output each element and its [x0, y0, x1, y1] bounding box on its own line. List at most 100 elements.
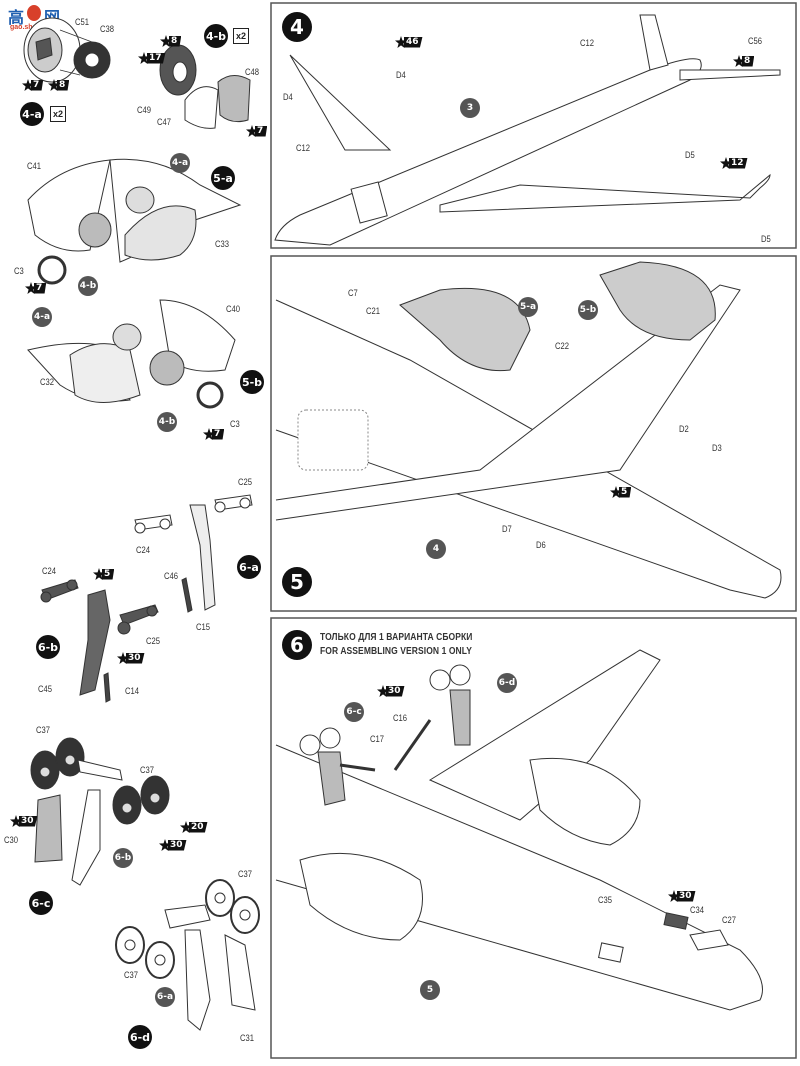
paint-callout: 8: [160, 35, 182, 47]
paint-callout: 12: [720, 157, 748, 169]
label-d7: D7: [502, 524, 512, 534]
paint-callout: 8: [733, 55, 755, 67]
part-c38-drawing: [73, 41, 111, 79]
star-icon: [10, 815, 22, 827]
gear-6c-drawing: [30, 737, 170, 886]
airliner-step6-drawing: [275, 649, 763, 1011]
step6-title-ru: ТОЛЬКО ДЛЯ 1 ВАРИАНТА СБОРКИ: [320, 632, 473, 643]
paint-callout: 7: [246, 125, 268, 137]
label-c38: C38: [100, 24, 115, 34]
label-d4-inset: D4: [396, 70, 406, 80]
substep-4b: 4-b: [204, 24, 228, 48]
ref-4b: 4-b: [157, 412, 177, 432]
label-c32: C32: [40, 377, 55, 387]
paint-callout: 46: [395, 36, 423, 48]
substep-6c: 6-c: [29, 891, 53, 915]
star-icon: [720, 157, 732, 169]
label-c34: C34: [690, 905, 705, 915]
step5-ref-5b: 5-b: [578, 300, 598, 320]
part-c49-drawing: [159, 44, 197, 96]
step4-ref-part: 3: [460, 98, 480, 118]
star-icon: [25, 282, 37, 294]
label-c35: C35: [598, 895, 613, 905]
substep-6a: 6-a: [237, 555, 261, 579]
star-icon: [203, 428, 215, 440]
step6-frame: [270, 617, 797, 1059]
step5-ref-5a: 5-a: [518, 297, 538, 317]
step6-title-en: FOR ASSEMBLING VERSION 1 ONLY: [320, 646, 473, 657]
gear-6b-drawing: [40, 579, 159, 703]
nacelle-5a-drawing: [27, 158, 242, 285]
label-c30: C30: [4, 835, 19, 845]
star-icon: [159, 839, 171, 851]
watermark-char-1: 高: [8, 8, 25, 27]
gear-6d-drawing: [115, 879, 260, 1031]
step6-number: 6: [282, 630, 312, 660]
label-c46: C46: [164, 571, 179, 581]
label-c7: C7: [348, 288, 358, 298]
paint-callout: 5: [610, 486, 632, 498]
label-c25: C25: [238, 477, 253, 487]
label-c37: C37: [36, 725, 51, 735]
label-c37: C37: [124, 970, 139, 980]
quantity-badge: x2: [50, 106, 66, 122]
star-icon: [733, 55, 745, 67]
star-icon: [377, 685, 389, 697]
label-c49: C49: [137, 105, 152, 115]
airliner-step5-drawing: [275, 261, 782, 599]
step6-ref-6c: 6-c: [344, 702, 364, 722]
paint-callout: 30: [159, 839, 187, 851]
label-d5: D5: [761, 234, 771, 244]
star-icon: [395, 36, 407, 48]
thumb-icon: [27, 5, 41, 21]
step6-ref-5: 5: [420, 980, 440, 1000]
label-c47: C47: [157, 117, 172, 127]
quantity-badge: x2: [233, 28, 249, 44]
nacelle-5b-drawing: [27, 299, 236, 409]
substep-5a: 5-a: [211, 166, 235, 190]
substep-6b: 6-b: [36, 635, 60, 659]
ref-4b: 4-b: [78, 276, 98, 296]
label-c24: C24: [136, 545, 151, 555]
label-c45: C45: [38, 684, 53, 694]
label-c21: C21: [366, 306, 381, 316]
label-c27: C27: [722, 915, 737, 925]
star-icon: [160, 35, 172, 47]
label-c37: C37: [140, 765, 155, 775]
label-c12: C12: [580, 38, 595, 48]
label-c17: C17: [370, 734, 385, 744]
label-d2: D2: [679, 424, 689, 434]
paint-callout: 7: [203, 428, 225, 440]
star-icon: [117, 652, 129, 664]
paint-callout: 30: [668, 890, 696, 902]
airliner-step4-drawing: [274, 14, 781, 246]
step4-frame: [270, 2, 797, 249]
paint-callout: 30: [10, 815, 38, 827]
label-c12: C12: [296, 143, 311, 153]
star-icon: [668, 890, 680, 902]
label-c56: C56: [748, 36, 763, 46]
label-d4: D4: [283, 92, 293, 102]
label-c3: C3: [14, 266, 24, 276]
label-c41: C41: [27, 161, 42, 171]
label-d5-inset: D5: [685, 150, 695, 160]
label-c51: C51: [75, 17, 90, 27]
star-icon: [22, 79, 34, 91]
star-icon: [180, 821, 192, 833]
label-c24: C24: [42, 566, 57, 576]
ref-6b: 6-b: [113, 848, 133, 868]
label-c14: C14: [125, 686, 140, 696]
paint-callout: 30: [117, 652, 145, 664]
step5-ref-4: 4: [426, 539, 446, 559]
substep-6d: 6-d: [128, 1025, 152, 1049]
label-c40: C40: [226, 304, 241, 314]
step4-number: 4: [282, 12, 312, 42]
paint-callout: 7: [25, 282, 47, 294]
label-c22: C22: [555, 341, 570, 351]
star-icon: [610, 486, 622, 498]
paint-callout: 8: [48, 79, 70, 91]
label-c15: C15: [196, 622, 211, 632]
star-icon: [138, 52, 150, 64]
paint-callout: 5: [93, 568, 115, 580]
